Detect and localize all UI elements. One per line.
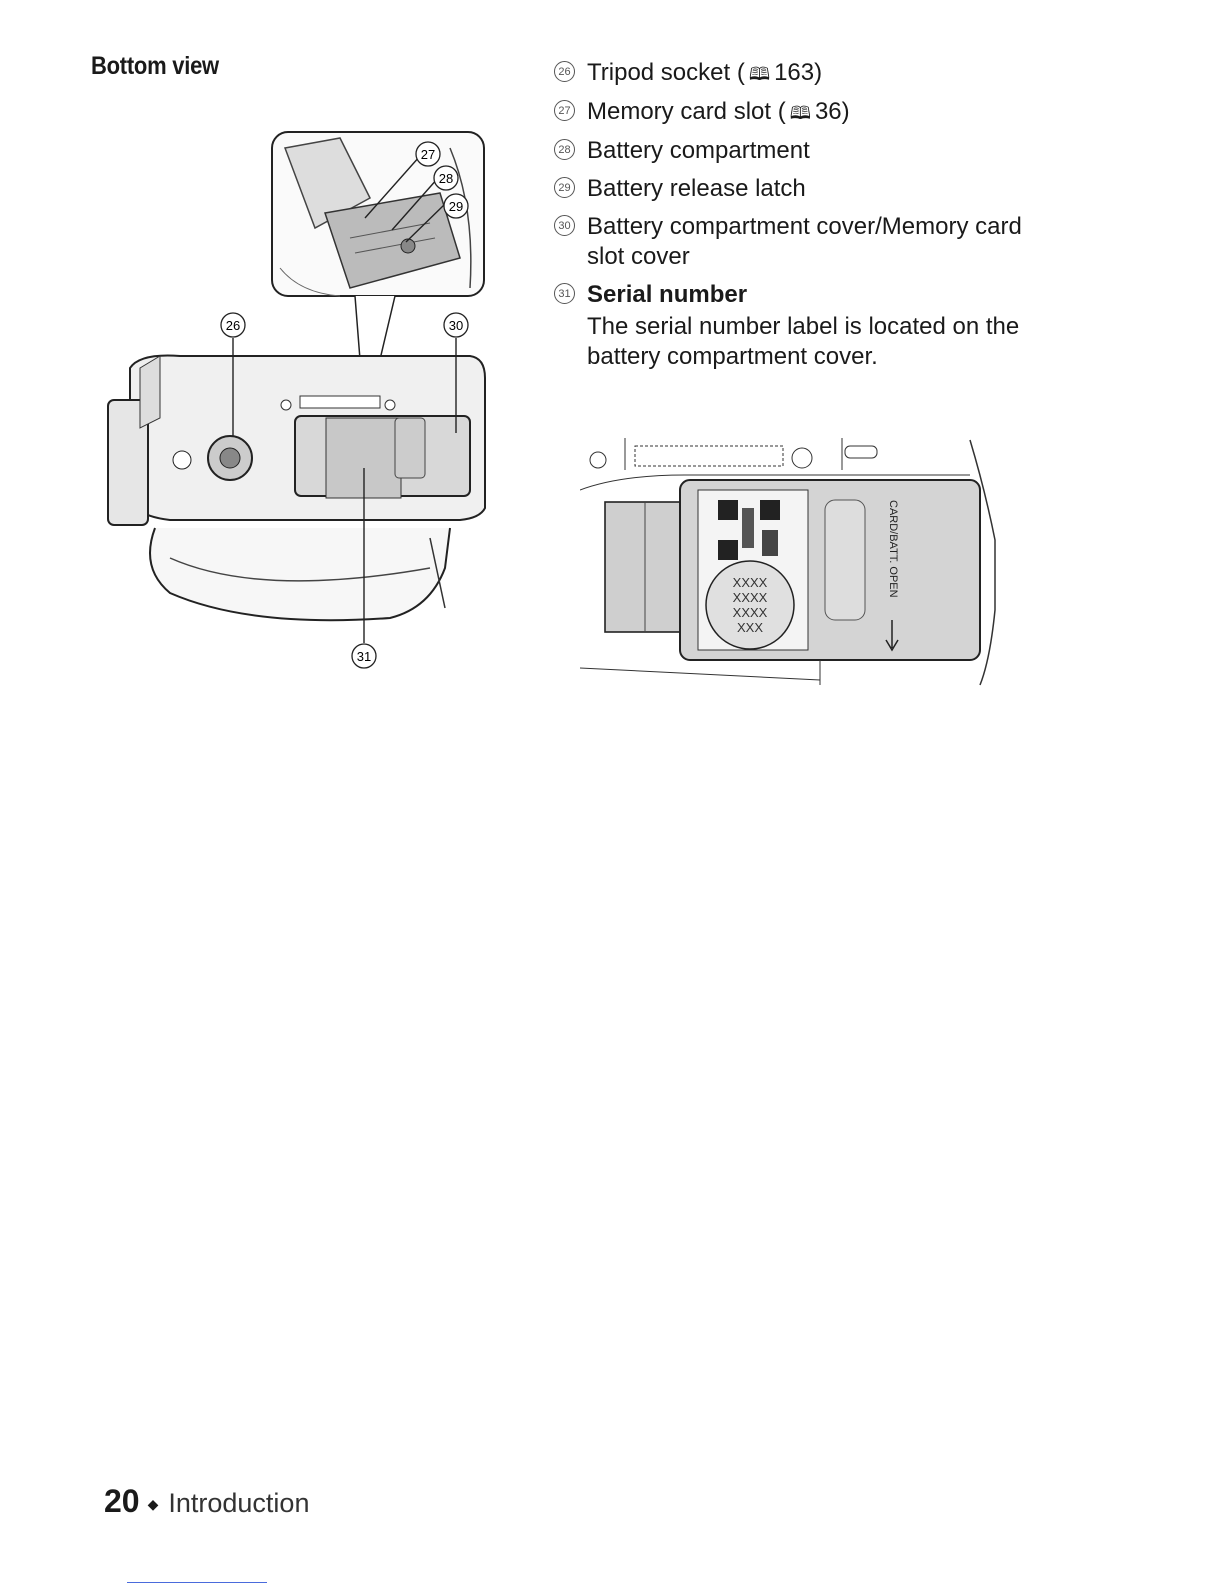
book-ref-icon: 🕮: [748, 64, 771, 84]
inset-compartment: [324, 192, 461, 289]
part-number-badge: 31: [554, 283, 575, 304]
part-label: Serial number: [587, 281, 748, 308]
page-reference: 163: [774, 59, 815, 86]
part-label: Battery compartment: [587, 137, 810, 164]
svg-text:26: 26: [226, 318, 240, 333]
page-footer: 20 ◆ Introduction: [104, 1483, 309, 1520]
part-number-badge: 26: [554, 61, 575, 82]
section-heading: Bottom view: [91, 52, 219, 80]
part-number-badge: 27: [554, 100, 575, 121]
battery-cover-detail-illustration: XXXX XXXX XXXX XXX CARD/BATT. OPEN: [580, 438, 996, 686]
part-item: 30 Battery compartment cover/Memory card …: [550, 212, 1050, 272]
svg-text:XXXX: XXXX: [733, 590, 768, 605]
inset-opened-cover: [283, 137, 371, 230]
footer-link-underline: [127, 1582, 267, 1583]
page-number: 20: [104, 1483, 140, 1519]
callout-29: 29: [443, 193, 469, 219]
svg-text:XXXX: XXXX: [733, 575, 768, 590]
svg-text:31: 31: [357, 649, 371, 664]
callout-31: 31: [351, 643, 377, 669]
callout-28: 28: [433, 165, 459, 191]
part-label: Battery release latch: [587, 175, 806, 202]
part-number-badge: 29: [554, 177, 575, 198]
part-number-badge: 28: [554, 139, 575, 160]
part-label-suffix: ): [814, 59, 823, 86]
slot-opening: [634, 445, 784, 467]
part-label-suffix: ): [841, 98, 850, 125]
part-item: 28 Battery compartment: [550, 136, 1050, 166]
part-item: 27 Memory card slot (🕮36): [550, 97, 1050, 128]
page-reference: 36: [814, 98, 842, 125]
svg-text:27: 27: [421, 147, 435, 162]
camcorder-bottom-illustration: 27 28 29 26 30 31: [107, 131, 486, 669]
section-name: Introduction: [168, 1488, 310, 1518]
part-item: 26 Tripod socket (🕮163): [550, 58, 1050, 89]
lens-front: [107, 399, 149, 526]
book-ref-icon: 🕮: [789, 103, 811, 123]
part-number-badge: 30: [554, 215, 575, 236]
svg-text:XXX: XXX: [737, 620, 763, 635]
part-label: Battery compartment cover/Memory card sl…: [587, 213, 1022, 270]
part-item: 29 Battery release latch: [550, 174, 1050, 204]
bullet-icon: ◆: [147, 1496, 159, 1513]
part-label: Memory card slot (: [587, 98, 786, 125]
serial-number-area: [705, 560, 795, 650]
svg-text:30: 30: [449, 318, 463, 333]
callout-26: 26: [220, 312, 246, 338]
svg-text:29: 29: [449, 199, 463, 214]
callout-27: 27: [415, 141, 441, 167]
svg-text:XXXX: XXXX: [733, 605, 768, 620]
part-label: Tripod socket (: [587, 59, 745, 86]
callout-30: 30: [443, 312, 469, 338]
svg-text:28: 28: [439, 171, 453, 186]
part-description: The serial number label is located on th…: [587, 313, 1020, 370]
grip-strap: [149, 527, 451, 622]
cover-open-label: CARD/BATT. OPEN: [887, 500, 899, 598]
